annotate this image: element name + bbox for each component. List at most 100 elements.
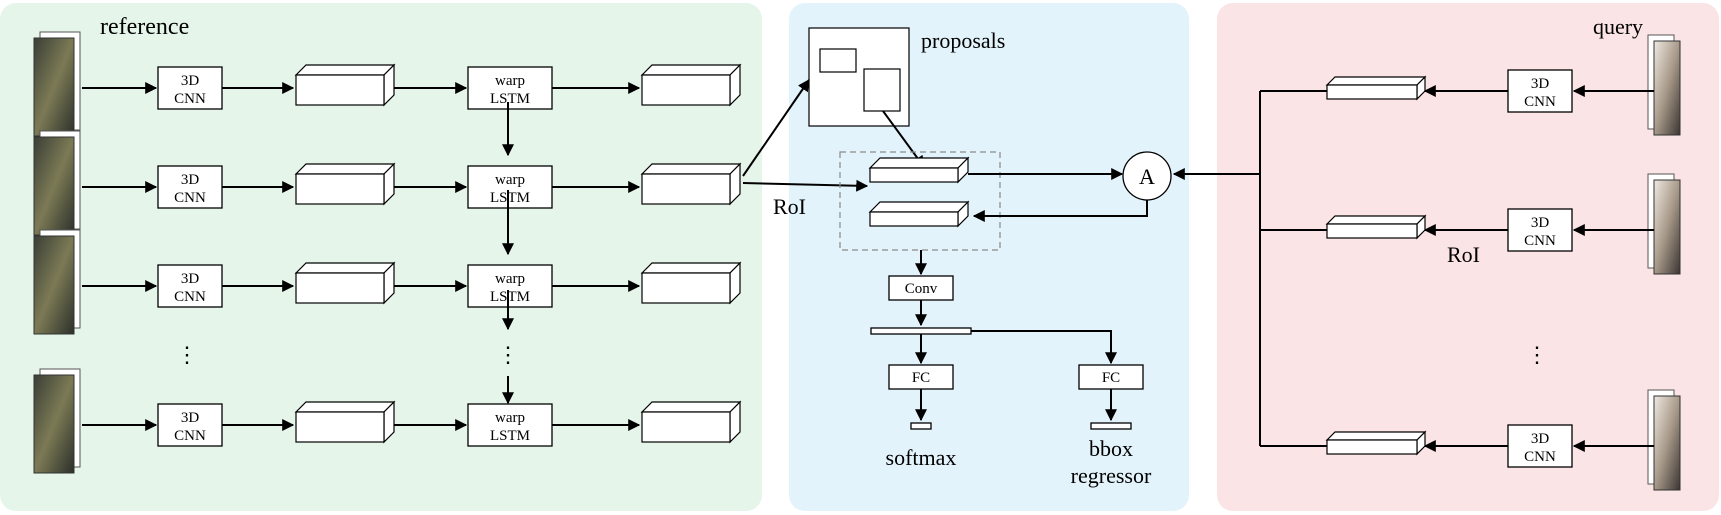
bbox-output bbox=[1090, 422, 1132, 430]
ref-row-4-cnn-box: 3D CNN bbox=[157, 403, 223, 447]
fc-cls-box bbox=[888, 364, 954, 390]
query-row-3-frame-front bbox=[1653, 395, 1681, 491]
query-row-1-frame bbox=[1647, 34, 1681, 136]
ref-row-2-lstm-box-line1: warp bbox=[495, 172, 525, 188]
roi-feature-top-shape-top bbox=[868, 157, 970, 169]
ref-row-4-cnn-box-line1: 3D bbox=[181, 410, 200, 426]
ref-row-1-cnn-box: 3D CNN bbox=[157, 66, 223, 110]
roi-label-query: RoI bbox=[1447, 242, 1480, 267]
query-row-3-feature bbox=[1325, 430, 1427, 456]
query-row-3-frame bbox=[1647, 389, 1681, 491]
reference-rows: 3DCNNwarpLSTM3DCNNwarpLSTM3DCNNwarpLSTM3… bbox=[33, 31, 742, 474]
ref-row-2-frames-front bbox=[33, 136, 75, 236]
roi-feature-bottom-shape-front bbox=[869, 211, 959, 227]
query-row-3-feature-top bbox=[1325, 431, 1427, 441]
ref-row-2-output-feature-top bbox=[640, 163, 742, 175]
proposals-label: proposals bbox=[921, 28, 1005, 53]
ellipsis-lstm: ⋮ bbox=[497, 342, 519, 367]
ref-row-2-cnn-feature-top bbox=[294, 163, 396, 175]
ref-row-4-cnn-box-rect bbox=[157, 403, 223, 447]
softmax-output bbox=[910, 422, 932, 430]
ref-row-2-cnn-box: 3D CNN bbox=[157, 165, 223, 209]
ref-row-1-lstm-box-rect bbox=[467, 66, 553, 110]
reference-title: reference bbox=[100, 14, 189, 40]
roi-pooling-region bbox=[839, 151, 1001, 251]
ref-row-3-cnn-feature-top bbox=[294, 262, 396, 274]
query-panel bbox=[1217, 3, 1719, 511]
ref-row-2-lstm-box-rect bbox=[467, 165, 553, 209]
ref-row-3-frames-front bbox=[33, 235, 75, 335]
proposal-box-large bbox=[863, 68, 901, 112]
bbox-label-line1: bbox bbox=[1089, 436, 1133, 461]
ref-row-3-cnn-box-line1: 3D bbox=[181, 271, 200, 287]
ref-row-3-lstm-box-rect bbox=[467, 264, 553, 308]
ref-row-3-cnn-box-line2: CNN bbox=[174, 289, 206, 305]
ref-row-3-cnn-feature bbox=[294, 261, 396, 305]
ref-row-2-frames bbox=[33, 130, 81, 236]
ref-row-2-cnn-box-line1: 3D bbox=[181, 172, 200, 188]
ref-row-1-output-feature-front bbox=[641, 74, 731, 106]
ref-row-3-lstm-box-line1: warp bbox=[495, 271, 525, 287]
ref-row-1-cnn-box-line1: 3D bbox=[181, 73, 200, 89]
ref-row-1-cnn-feature-top bbox=[294, 64, 396, 76]
attention-to-roi-arrow bbox=[972, 200, 1148, 222]
ref-row-4-frames bbox=[33, 368, 81, 474]
ref-row-1-cnn-feature-front bbox=[295, 74, 385, 106]
ellipsis-frames: ⋮ bbox=[176, 342, 198, 367]
ref-row-3-cnn-box: 3D CNN bbox=[157, 264, 223, 308]
query-title: query bbox=[1593, 14, 1643, 39]
proposal-box-small bbox=[819, 48, 857, 73]
roi-label-middle: RoI bbox=[773, 194, 806, 219]
ref-row-1-output-feature-top bbox=[640, 64, 742, 76]
query-row-3-cnn-box: 3D CNN bbox=[1507, 424, 1573, 468]
ref-row-1-frames-front bbox=[33, 37, 75, 137]
ref-row-4-lstm-box-line2: LSTM bbox=[490, 428, 530, 444]
ref-row-2-output-feature bbox=[640, 162, 742, 206]
bbox-label-line2: regressor bbox=[1071, 463, 1152, 488]
ref-row-2-lstm-box-line2: LSTM bbox=[490, 190, 530, 206]
query-row-3-cnn-box-rect bbox=[1507, 424, 1573, 468]
ref-row-3-frames bbox=[33, 229, 81, 335]
feature-to-roi-arrow bbox=[742, 179, 869, 192]
ref-row-1-output-feature bbox=[640, 63, 742, 107]
ref-row-3-output-feature bbox=[640, 261, 742, 305]
ref-row-1-lstm-box-line2: LSTM bbox=[490, 91, 530, 107]
softmax-label: softmax bbox=[886, 445, 957, 470]
ref-row-2-cnn-feature-front bbox=[295, 173, 385, 205]
ref-row-4-output-feature-front bbox=[641, 411, 731, 443]
ref-row-4-cnn-feature bbox=[294, 400, 396, 444]
roi-feature-top bbox=[868, 156, 970, 184]
query-row-2-cnn-box-line1: 3D bbox=[1531, 215, 1550, 231]
conv-label: Conv bbox=[905, 281, 938, 297]
ref-row-1-cnn-feature bbox=[294, 63, 396, 107]
vector-to-fc-right-arrow bbox=[971, 330, 1117, 365]
ref-row-4-cnn-feature-front bbox=[295, 411, 385, 443]
ref-row-4-lstm-box-line1: warp bbox=[495, 410, 525, 426]
ellipsis-query: ⋮ bbox=[1526, 342, 1548, 367]
fc-reg-label: FC bbox=[1102, 370, 1120, 386]
query-row-1-cnn-box-line2: CNN bbox=[1524, 94, 1556, 110]
ref-row-1-lstm-box-line1: warp bbox=[495, 73, 525, 89]
feature-to-proposals-arrow bbox=[742, 79, 810, 177]
query-row-3-cnn-box-line2: CNN bbox=[1524, 449, 1556, 465]
query-row-1-feature bbox=[1325, 75, 1427, 101]
query-row-2-feature bbox=[1325, 214, 1427, 240]
ref-row-4-cnn-box-line2: CNN bbox=[174, 428, 206, 444]
reference-panel bbox=[0, 3, 762, 511]
ref-row-1-cnn-box-line2: CNN bbox=[174, 91, 206, 107]
ref-row-3-output-feature-front bbox=[641, 272, 731, 304]
ref-row-3-output-feature-top bbox=[640, 262, 742, 274]
query-row-3-cnn-box-line1: 3D bbox=[1531, 431, 1550, 447]
ref-row-2-output-feature-front bbox=[641, 173, 731, 205]
ref-row-2-cnn-box-line2: CNN bbox=[174, 190, 206, 206]
query-row-1-cnn-box: 3D CNN bbox=[1507, 69, 1573, 113]
roi-feature-bottom-shape-top bbox=[868, 201, 970, 213]
query-row-1-frame-front bbox=[1653, 40, 1681, 136]
query-row-1-cnn-box-line1: 3D bbox=[1531, 76, 1550, 92]
ref-row-4-output-feature-top bbox=[640, 401, 742, 413]
